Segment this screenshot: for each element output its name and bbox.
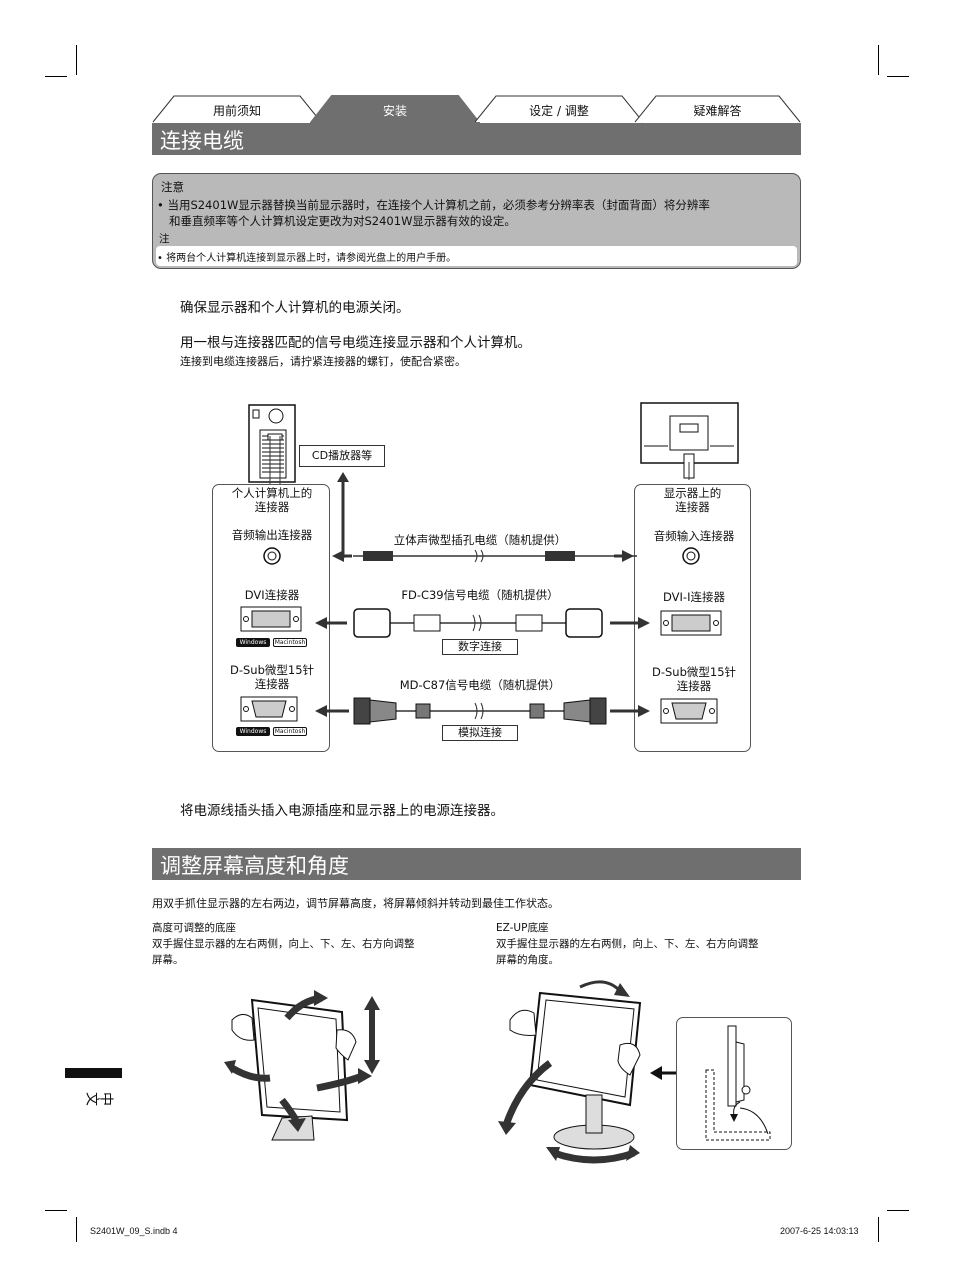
caution-line: 和垂直频率等个人计算机设定更改为对S2401W显示器有效的设定。 xyxy=(169,214,516,228)
step-1-text: 确保显示器和个人计算机的电源关闭。 xyxy=(180,300,410,316)
crop-mark xyxy=(887,76,909,77)
audio-jack-icon xyxy=(682,547,700,565)
tab-installation[interactable]: 安装 xyxy=(310,95,480,123)
caution-line: • 当用S2401W显示器替换当前显示器时，在连接个人计算机之前，必须参考分辨率… xyxy=(157,198,710,212)
arrow-left xyxy=(650,1066,676,1080)
crop-mark xyxy=(887,1210,909,1211)
caution-box: 注意 • 当用S2401W显示器替换当前显示器时，在连接个人计算机之前，必须参考… xyxy=(152,173,801,269)
note-panel xyxy=(156,246,797,266)
tab-settings[interactable]: 设定 / 调整 xyxy=(474,95,644,123)
crop-mark xyxy=(76,45,77,75)
section-header-adjust-height: 调整屏幕高度和角度 xyxy=(152,848,801,880)
connection-diagram: CD播放器等 个人计算机上的 连接器 显示器上的 连接器 音频输出连接器 音频输… xyxy=(210,400,755,760)
section-title: 连接电缆 xyxy=(160,129,244,153)
tab-label: 安装 xyxy=(382,104,407,118)
dsub-monitor-label: D-Sub微型15针 连接器 xyxy=(651,665,737,693)
audio-in-label: 音频输入连接器 xyxy=(653,529,735,543)
footer-timestamp: 2007-6-25 14:03:13 xyxy=(780,1226,859,1236)
adjust-intro: 用双手抓住显示器的左右两边，调节屏幕高度，将屏幕倾斜并转动到最佳工作状态。 xyxy=(152,897,559,910)
crop-mark xyxy=(878,45,879,75)
height-stand-title: 高度可调整的底座 xyxy=(152,922,236,934)
arrow-to-cd-player xyxy=(337,472,349,558)
arrow-left xyxy=(315,705,349,717)
caution-title: 注意 xyxy=(161,180,184,194)
monitor-rear-icon xyxy=(640,402,739,480)
arrow-right xyxy=(614,550,634,562)
dvi-monitor-label: DVI-I连接器 xyxy=(663,590,725,604)
dsub-pc-label: D-Sub微型15针 连接器 xyxy=(229,663,315,691)
dvi-port-icon xyxy=(660,610,722,636)
dvi-pc-label: DVI连接器 xyxy=(244,588,300,602)
crop-mark xyxy=(45,76,67,77)
crop-mark xyxy=(76,1217,77,1242)
macintosh-badge: Macintosh xyxy=(273,727,307,736)
digital-connection-label: 数字连接 xyxy=(442,639,518,655)
height-adjust-illustration xyxy=(224,990,380,1141)
ezup-stand-desc: 屏幕的角度。 xyxy=(496,954,559,966)
audio-cable-illustration xyxy=(353,549,637,563)
audio-jack-icon xyxy=(263,547,281,565)
macintosh-badge: Macintosh xyxy=(273,638,307,647)
windows-badge: Windows xyxy=(236,727,270,736)
language-side-tab xyxy=(65,1068,122,1078)
windows-badge: Windows xyxy=(236,638,270,647)
dsub-port-icon xyxy=(660,698,718,724)
tab-label: 疑难解答 xyxy=(693,104,742,118)
tab-troubleshooting[interactable]: 疑难解答 xyxy=(634,95,801,123)
note-title: 注 xyxy=(159,233,170,245)
height-stand-desc: 屏幕。 xyxy=(152,954,184,966)
side-view-illustration xyxy=(705,1025,771,1141)
dsub-port-icon xyxy=(240,696,298,722)
dvi-cable-label: FD-C39信号电缆（随机提供） xyxy=(401,588,559,602)
arrow-left xyxy=(315,617,347,629)
ezup-stand-desc: 双手握住显示器的左右两侧，向上、下、左、右方向调整 xyxy=(496,938,759,950)
language-label: 中文 xyxy=(86,1090,114,1106)
analog-connection-label: 模拟连接 xyxy=(442,725,518,741)
cd-player-label: CD播放器等 xyxy=(299,445,385,467)
chapter-tabs: 用前须知 安装 设定 / 调整 疑难解答 xyxy=(152,95,801,123)
analog-cable-illustration xyxy=(353,697,607,725)
height-stand-desc: 双手握住显示器的左右两侧，向上、下、左、右方向调整 xyxy=(152,938,415,950)
step-2-subtext: 连接到电缆连接器后，请拧紧连接器的螺钉，使配合紧密。 xyxy=(180,355,466,368)
section-title: 调整屏幕高度和角度 xyxy=(160,854,349,878)
step-3-text: 将电源线插头插入电源插座和显示器上的电源连接器。 xyxy=(180,803,504,819)
arrow-right xyxy=(610,705,650,717)
pc-panel-title: 个人计算机上的 连接器 xyxy=(231,486,313,514)
tab-label: 设定 / 调整 xyxy=(529,104,589,118)
section-header-connect-cables: 连接电缆 xyxy=(152,123,801,155)
ezup-adjust-illustration xyxy=(498,980,642,1164)
note-line: • 将两台个人计算机连接到显示器上时，请参阅光盘上的用户手册。 xyxy=(157,253,457,264)
arrow-left xyxy=(332,550,352,562)
dvi-cable-illustration xyxy=(353,608,603,638)
analog-cable-label: MD-C87信号电缆（随机提供） xyxy=(399,678,561,692)
footer-filename: S2401W_09_S.indb 4 xyxy=(90,1226,178,1236)
arrow-right xyxy=(610,617,650,629)
audio-out-label: 音频输出连接器 xyxy=(231,528,313,542)
dvi-port-icon xyxy=(240,606,302,632)
tab-label: 用前须知 xyxy=(212,104,261,118)
ezup-stand-title: EZ-UP底座 xyxy=(496,922,549,934)
crop-mark xyxy=(878,1217,879,1242)
pc-leader-lines xyxy=(269,436,281,486)
crop-mark xyxy=(45,1210,67,1211)
tab-before-use[interactable]: 用前须知 xyxy=(152,95,322,123)
monitor-panel-title: 显示器上的 连接器 xyxy=(663,486,722,514)
step-2-text: 用一根与连接器匹配的信号电缆连接显示器和个人计算机。 xyxy=(180,335,531,351)
audio-cable-label: 立体声微型插孔电缆（随机提供） xyxy=(393,533,567,547)
